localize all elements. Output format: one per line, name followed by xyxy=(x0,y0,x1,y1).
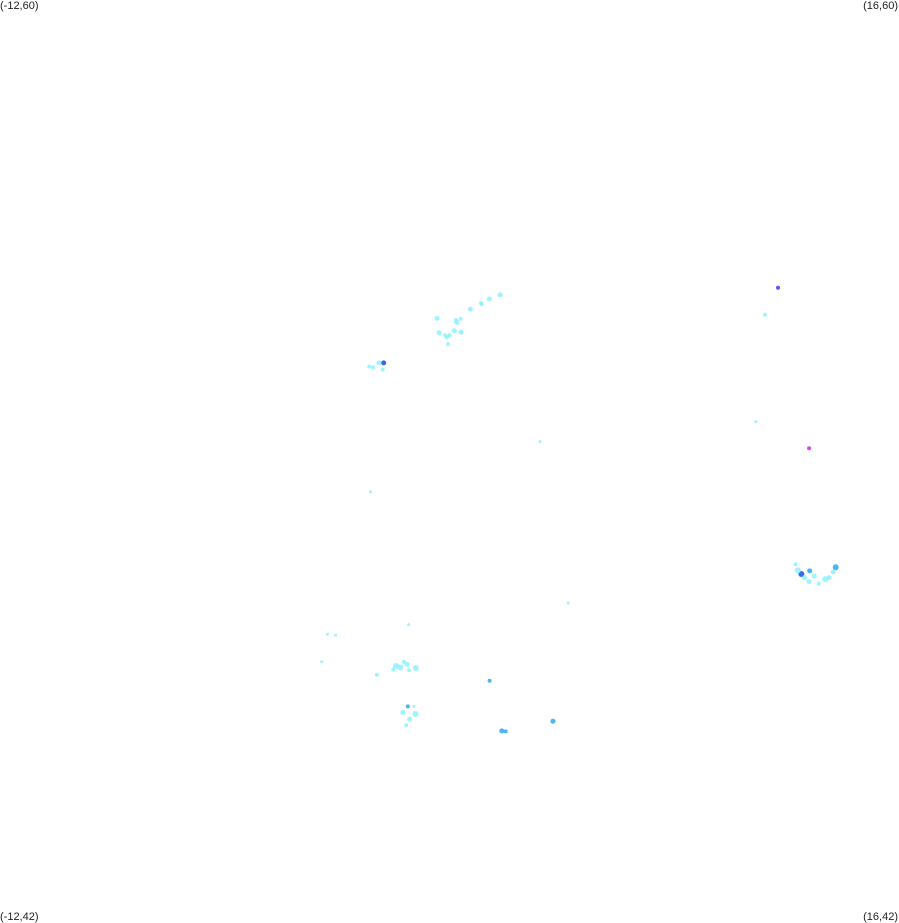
map-point-0 xyxy=(776,285,780,290)
map-point-17 xyxy=(443,333,447,338)
map-point-29 xyxy=(794,567,801,574)
map-point-43 xyxy=(320,660,324,664)
map-point-35 xyxy=(826,575,832,581)
map-point-56 xyxy=(412,711,419,717)
map-point-37 xyxy=(832,564,839,571)
corner-label-top-right: (16,60) xyxy=(863,0,898,12)
map-point-16 xyxy=(445,342,450,346)
map-point-42 xyxy=(334,633,337,637)
map-point-32 xyxy=(807,568,813,574)
map-point-19 xyxy=(381,360,387,366)
map-point-7 xyxy=(458,316,463,321)
map-point-20 xyxy=(371,365,376,370)
map-point-30 xyxy=(802,575,808,581)
map-point-60 xyxy=(499,728,505,734)
map-point-9 xyxy=(453,318,458,322)
map-point-11 xyxy=(451,328,457,334)
map-point-25 xyxy=(807,446,812,451)
corner-label-bottom-right: (16,42) xyxy=(863,911,898,923)
map-point-5 xyxy=(479,301,483,306)
map-point-14 xyxy=(436,330,442,336)
map-point-52 xyxy=(487,678,492,683)
map-point-15 xyxy=(434,315,440,321)
map-point-40 xyxy=(407,623,411,627)
corner-label-top-left: (-12,60) xyxy=(0,0,39,12)
point-layer xyxy=(320,285,839,734)
map-point-41 xyxy=(326,632,329,636)
map-point-61 xyxy=(503,729,508,734)
map-point-36 xyxy=(830,569,836,575)
map-point-31 xyxy=(806,579,812,585)
map-point-51 xyxy=(374,672,379,677)
map-point-57 xyxy=(407,716,413,722)
map-point-39 xyxy=(566,601,570,605)
map-point-23 xyxy=(754,420,758,424)
map-point-26 xyxy=(369,490,372,494)
map-point-22 xyxy=(380,367,385,372)
map-point-48 xyxy=(401,659,406,664)
map-point-54 xyxy=(412,704,416,708)
map-point-3 xyxy=(486,296,492,302)
map-point-2 xyxy=(497,292,503,298)
map-point-24 xyxy=(538,440,542,444)
map-point-6 xyxy=(467,306,473,312)
map-point-47 xyxy=(392,663,399,669)
corner-label-bottom-left: (-12,42) xyxy=(0,911,39,923)
map-point-38 xyxy=(816,581,821,586)
map-point-59 xyxy=(550,718,556,724)
map-point-49 xyxy=(407,668,411,673)
map-point-45 xyxy=(412,665,419,671)
map-point-33 xyxy=(811,573,817,579)
map-point-21 xyxy=(367,364,372,369)
map-point-55 xyxy=(400,710,406,715)
map-point-44 xyxy=(404,661,410,667)
map-point-27 xyxy=(793,562,798,567)
map-point-1 xyxy=(763,312,768,317)
map-point-50 xyxy=(391,667,396,672)
map-point-10 xyxy=(458,329,464,335)
map-point-58 xyxy=(404,723,409,728)
map-point-18 xyxy=(376,360,382,366)
map-point-53 xyxy=(405,704,410,709)
